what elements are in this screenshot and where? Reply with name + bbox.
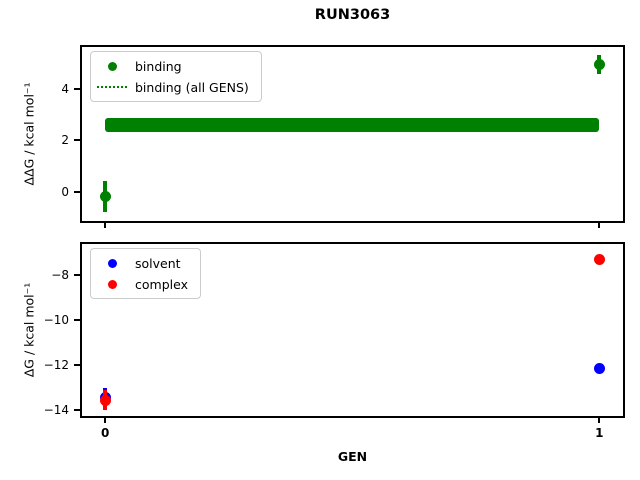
y-tick-label: 0: [61, 184, 69, 199]
y-tick-mark: [74, 409, 80, 412]
top-subplot-axes: 0 2 4 binding binding (all GENS): [61, 45, 625, 228]
y-tick-mark: [74, 139, 80, 142]
legend-dot-marker-icon: [97, 258, 127, 268]
legend-label: binding (all GENS): [135, 79, 249, 95]
y-tick-label: −8: [51, 267, 69, 282]
legend-item: binding (all GENS): [97, 78, 249, 96]
legend-label: binding: [135, 58, 182, 74]
y-tick-label: −10: [43, 312, 69, 327]
bottom-subplot-axes: −8 −10 −12 −14 0 1 solvent complex: [44, 242, 625, 440]
x-tick-mark: [598, 223, 601, 228]
solvent-data-point: [593, 362, 605, 374]
x-tick-label: 0: [101, 426, 110, 440]
legend-dot-marker-icon: [97, 61, 127, 71]
y-tick-mark: [74, 318, 80, 321]
figure-title: RUN3063: [314, 7, 391, 23]
x-tick-mark: [598, 418, 601, 423]
all-gens-band: [105, 118, 600, 132]
complex-data-point: [593, 254, 605, 266]
y-tick-label: 2: [61, 133, 69, 148]
legend-item: solvent: [97, 254, 188, 272]
y-tick-mark: [74, 364, 80, 367]
x-tick-mark: [104, 418, 107, 423]
x-tick-label: 1: [595, 426, 604, 440]
binding-data-point: [99, 191, 111, 203]
legend-item: complex: [97, 275, 188, 293]
y-tick-label: −12: [43, 358, 69, 373]
y-tick-mark: [74, 190, 80, 193]
y-tick-label: 4: [61, 82, 69, 97]
y-tick-mark: [74, 88, 80, 91]
legend-item: binding: [97, 57, 249, 75]
legend-marker-glyph: [107, 279, 117, 289]
legend-marker-glyph: [107, 258, 117, 268]
legend-label: complex: [135, 276, 188, 292]
x-tick-mark: [104, 223, 107, 228]
legend-dot-marker-icon: [97, 279, 127, 289]
legend: binding binding (all GENS): [90, 51, 262, 102]
legend: solvent complex: [90, 248, 201, 299]
x-axis-label: GEN: [337, 449, 368, 464]
legend-marker-glyph: [97, 86, 127, 88]
complex-data-point: [99, 394, 111, 406]
y-tick-mark: [74, 273, 80, 276]
y-tick-label: −14: [43, 403, 69, 418]
legend-dotted-line-icon: [97, 86, 127, 88]
legend-marker-glyph: [107, 61, 117, 71]
legend-label: solvent: [135, 255, 181, 271]
binding-data-point: [593, 59, 605, 71]
